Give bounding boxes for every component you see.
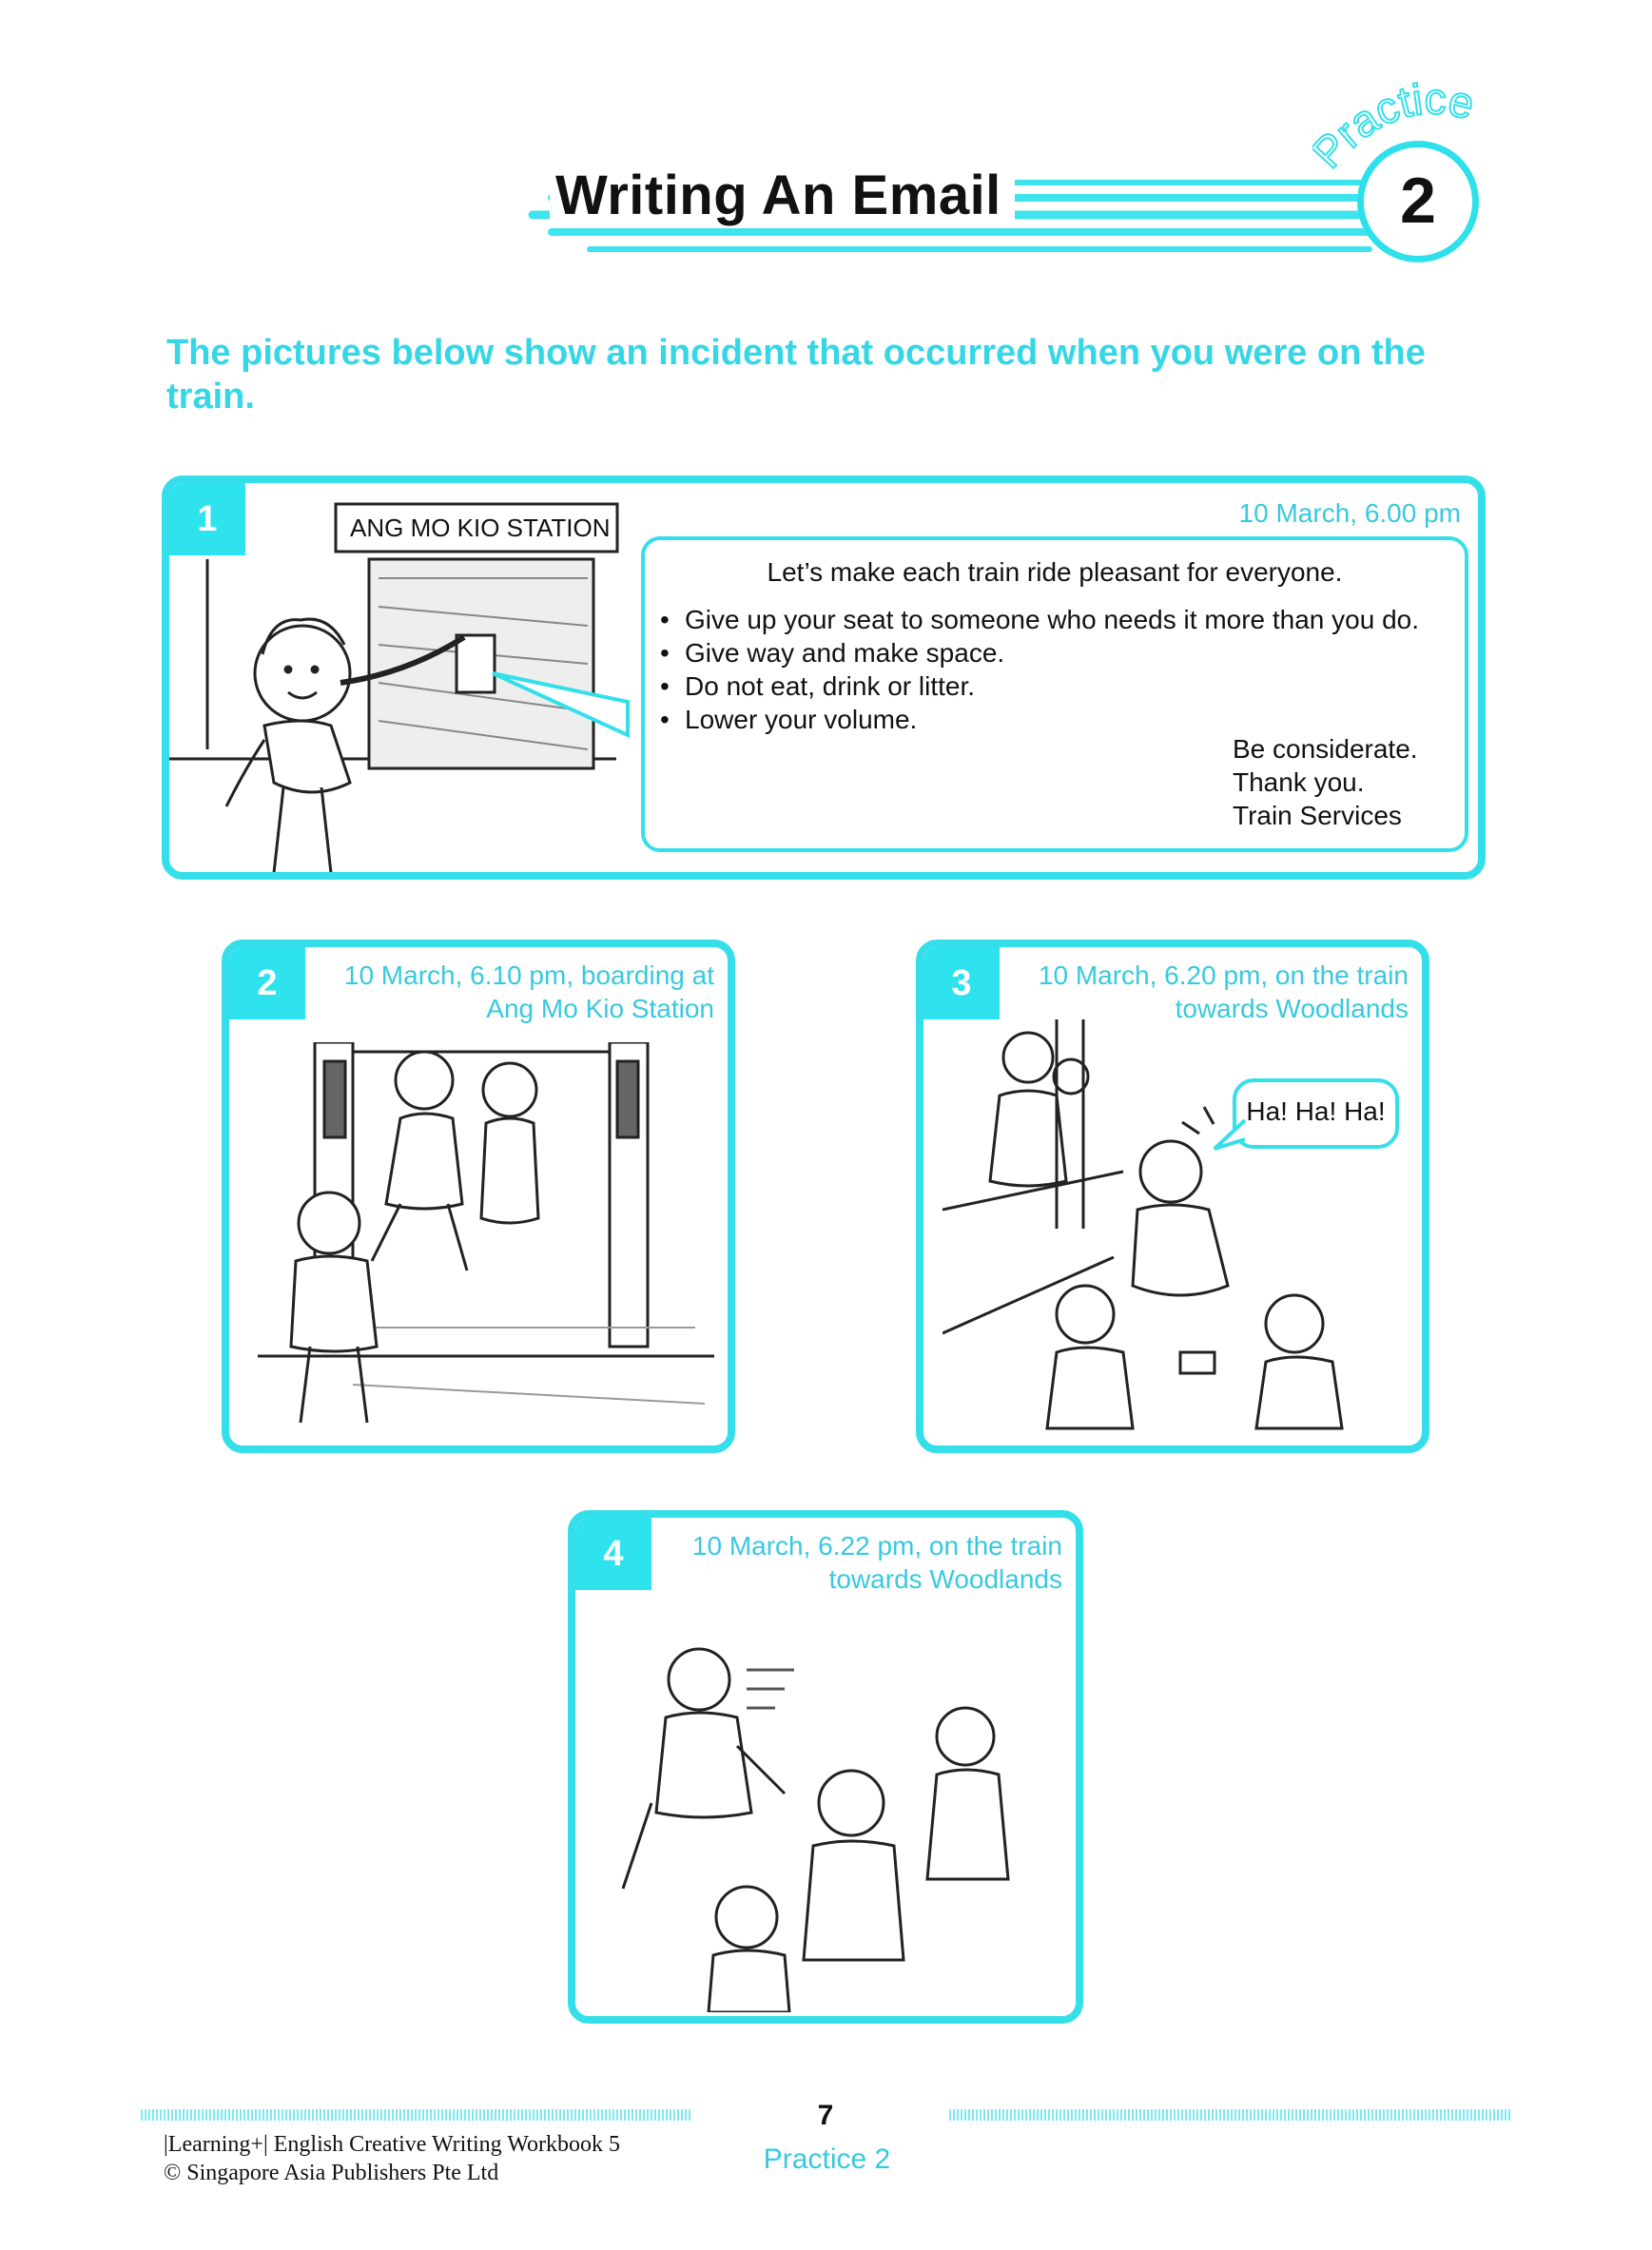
caption-line: 10 March, 6.20 pm, on the train xyxy=(1038,960,1409,990)
speech-bubble-tail xyxy=(1213,1118,1247,1151)
footer-practice-label: Practice 2 xyxy=(763,2143,891,2175)
page-title: Writing An Email xyxy=(550,164,1015,227)
caption-line: 10 March, 6.10 pm, boarding at xyxy=(343,960,714,990)
train-notice: Let’s make each train ride pleasant for … xyxy=(641,536,1468,852)
boy-at-station-illustration: ANG MO KIO STATION xyxy=(169,502,630,872)
panel-3-caption: 10 March, 6.20 pm, on the train towards … xyxy=(1009,959,1409,1025)
panel-4: 4 10 March, 6.22 pm, on the train toward… xyxy=(568,1510,1083,2024)
speech-bubble: Ha! Ha! Ha! xyxy=(1233,1078,1399,1149)
panel-1-number: 1 xyxy=(169,483,245,555)
caption-line: towards Woodlands xyxy=(1175,994,1409,1023)
notice-rules: Give up your seat to someone who needs i… xyxy=(660,603,1459,736)
notice-rule: Give way and make space. xyxy=(660,636,1459,669)
man-scolding-boys-illustration xyxy=(621,1647,1010,2012)
footer-rule-right xyxy=(949,2109,1510,2121)
panel-1: 1 10 March, 6.00 pm ANG MO KIO STATION xyxy=(162,475,1486,880)
notice-rule: Lower your volume. xyxy=(660,703,1459,736)
panel-2: 2 10 March, 6.10 pm, boarding at Ang Mo … xyxy=(222,940,735,1453)
practice-number-badge: 2 xyxy=(1357,141,1479,262)
signoff-line: Thank you. xyxy=(1233,767,1365,797)
notice-rule: Do not eat, drink or litter. xyxy=(660,669,1459,703)
notice-rule: Give up your seat to someone who needs i… xyxy=(660,603,1459,636)
panel-3: 3 10 March, 6.20 pm, on the train toward… xyxy=(916,940,1429,1453)
noisy-boys-illustration xyxy=(943,1019,1344,1430)
station-sign: ANG MO KIO STATION xyxy=(350,514,611,542)
instructions: The pictures below show an incident that… xyxy=(166,333,1426,417)
panel-4-number: 4 xyxy=(575,1518,651,1590)
boarding-train-illustration xyxy=(258,1042,714,1424)
signoff-line: Train Services xyxy=(1233,801,1402,830)
panel-2-caption: 10 March, 6.10 pm, boarding at Ang Mo Ki… xyxy=(315,959,714,1025)
book-title: |Learning+| English Creative Writing Wor… xyxy=(164,2132,620,2157)
notice-heading: Let’s make each train ride pleasant for … xyxy=(767,557,1343,587)
panel-3-number: 3 xyxy=(923,947,1000,1019)
panel-2-number: 2 xyxy=(229,947,305,1019)
signoff-line: Be considerate. xyxy=(1233,734,1418,764)
notice-signoff: Be considerate. Thank you. Train Service… xyxy=(1233,732,1461,832)
panel-1-caption: 10 March, 6.00 pm xyxy=(1238,498,1461,528)
footer-rule-left xyxy=(141,2109,692,2121)
caption-line: Ang Mo Kio Station xyxy=(486,994,714,1023)
panel-4-caption: 10 March, 6.22 pm, on the train towards … xyxy=(663,1529,1062,1596)
page-number: 7 xyxy=(817,2100,834,2131)
copyright: © Singapore Asia Publishers Pte Ltd xyxy=(164,2161,499,2185)
caption-line: 10 March, 6.22 pm, on the train xyxy=(691,1531,1062,1561)
caption-line: towards Woodlands xyxy=(828,1564,1062,1594)
footer-book-info: |Learning+| English Creative Writing Wor… xyxy=(164,2130,696,2187)
